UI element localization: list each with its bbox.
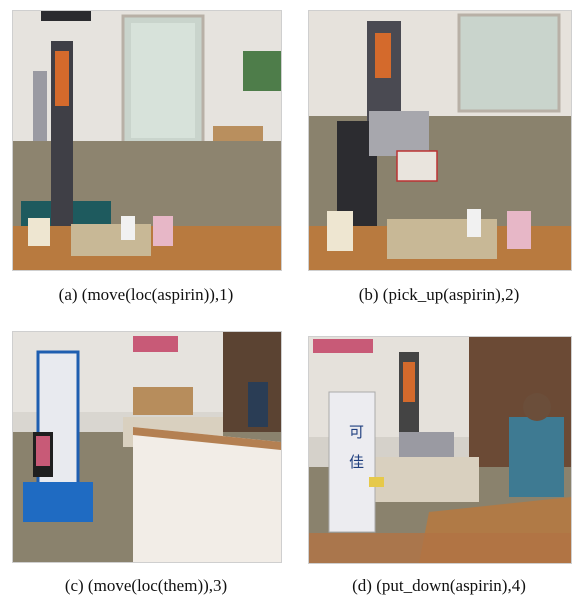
photo-b (308, 10, 572, 271)
caption-b: (b) (pick_up(aspirin),2) (358, 285, 520, 304)
sign-char-2: 佳 (349, 453, 364, 471)
photo-a (12, 10, 282, 271)
caption-a: (a) (move(loc(aspirin)),1) (58, 285, 234, 304)
photo-c (12, 331, 282, 563)
caption-d: (d) (put_down(aspirin),4) (352, 576, 526, 595)
caption-c: (c) (move(loc(them)),3) (64, 576, 228, 595)
sign-char-1: 可 (349, 423, 364, 441)
photo-d: 可 佳 (308, 336, 572, 564)
